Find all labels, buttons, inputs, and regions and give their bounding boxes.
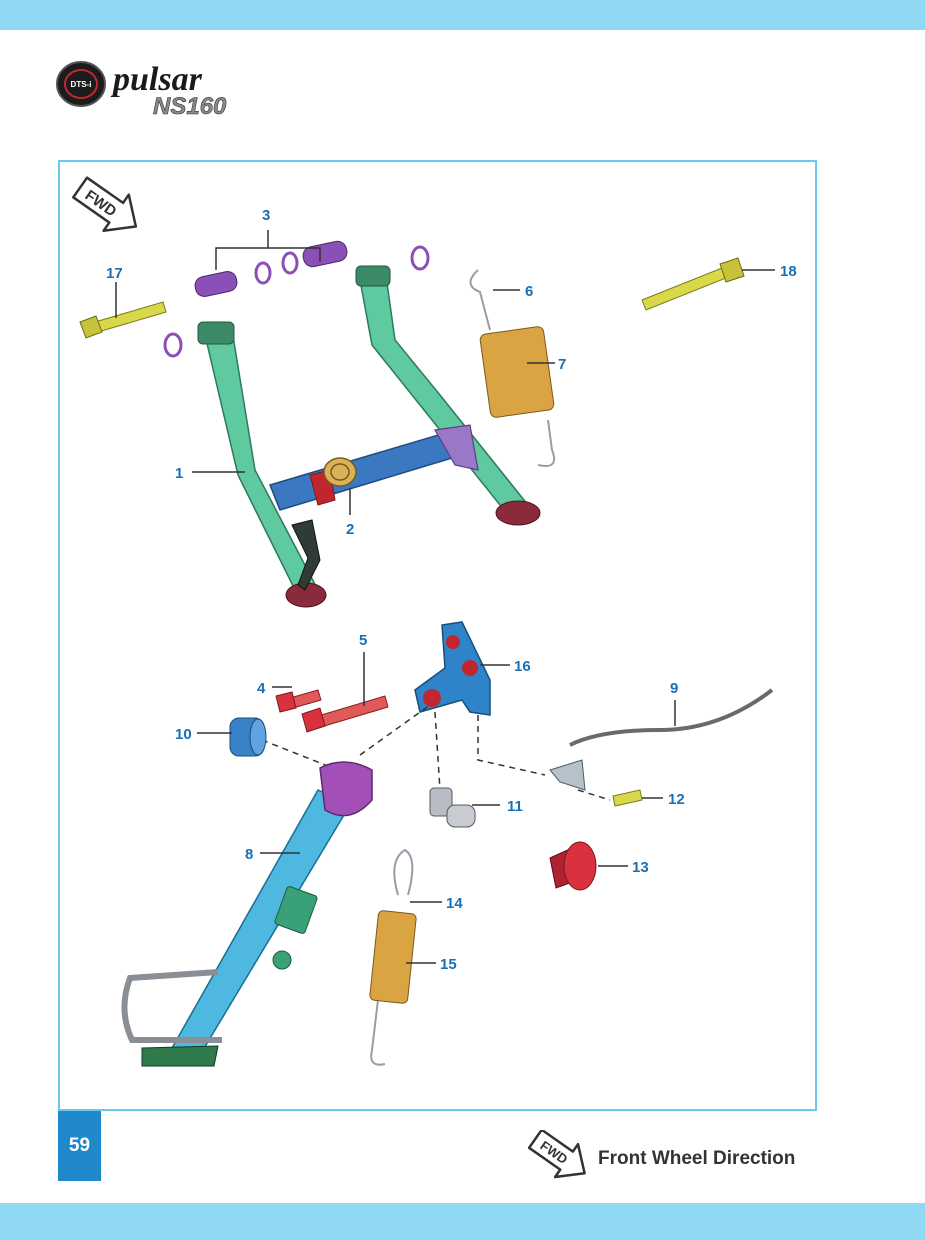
pulsar-ns160-logo: DTS-i pulsar NS160 <box>56 61 227 118</box>
fwd-legend-arrow-icon: FWD <box>527 1128 586 1179</box>
side-stand-bracket-part <box>414 621 491 716</box>
top-color-band <box>0 0 925 30</box>
callout-14: 14 <box>446 895 463 912</box>
side-stand-part <box>121 761 373 1067</box>
callout-6: 6 <box>525 283 533 300</box>
callout-17: 17 <box>106 265 123 282</box>
logo-badge-text: DTS-i <box>71 80 92 89</box>
main-stand-part <box>197 265 541 608</box>
callout-3: 3 <box>262 207 270 224</box>
side-stand-switch-cable-part <box>549 688 774 791</box>
fwd-legend: FWD Front Wheel Direction <box>527 1128 828 1185</box>
pivot-bolt-side-part <box>429 787 476 828</box>
callout-2: 2 <box>346 521 354 538</box>
pivot-bolt-left-part <box>79 301 167 339</box>
side-stand-rubber-stopper-part <box>549 841 597 891</box>
bracket-bolt-long-part <box>301 695 389 733</box>
logo-brand-text: pulsar <box>110 61 203 98</box>
callout-12: 12 <box>668 791 685 808</box>
callout-7: 7 <box>558 356 566 373</box>
pivot-bolt-right-part <box>641 257 745 311</box>
callout-11: 11 <box>507 798 523 815</box>
callout-4: 4 <box>257 680 266 697</box>
switch-mount-screw-part <box>612 789 643 807</box>
torsion-spring-part <box>323 457 357 487</box>
bottom-color-band <box>0 1203 925 1240</box>
callout-13: 13 <box>632 859 649 876</box>
page-number: 59 <box>58 1111 101 1181</box>
callout-16: 16 <box>514 658 531 675</box>
callout-5: 5 <box>359 632 367 649</box>
side-stand-bush-part <box>229 717 267 757</box>
callout-1: 1 <box>175 465 183 482</box>
fwd-arrow-icon: FWD <box>72 176 138 233</box>
main-stand-spring-part <box>469 269 556 467</box>
callout-15: 15 <box>440 956 457 973</box>
bracket-bolt-small-part <box>275 689 322 713</box>
callout-10: 10 <box>175 726 192 743</box>
parts-diagram-panel <box>58 160 817 1111</box>
callout-9: 9 <box>670 680 678 697</box>
side-stand-spring-part <box>369 848 417 1066</box>
callout-8: 8 <box>245 846 253 863</box>
callout-18: 18 <box>780 263 797 280</box>
callout-leader-lines <box>115 230 775 964</box>
logo-model-text: NS160 <box>153 93 227 118</box>
fwd-legend-text: Front Wheel Direction <box>598 1148 796 1169</box>
